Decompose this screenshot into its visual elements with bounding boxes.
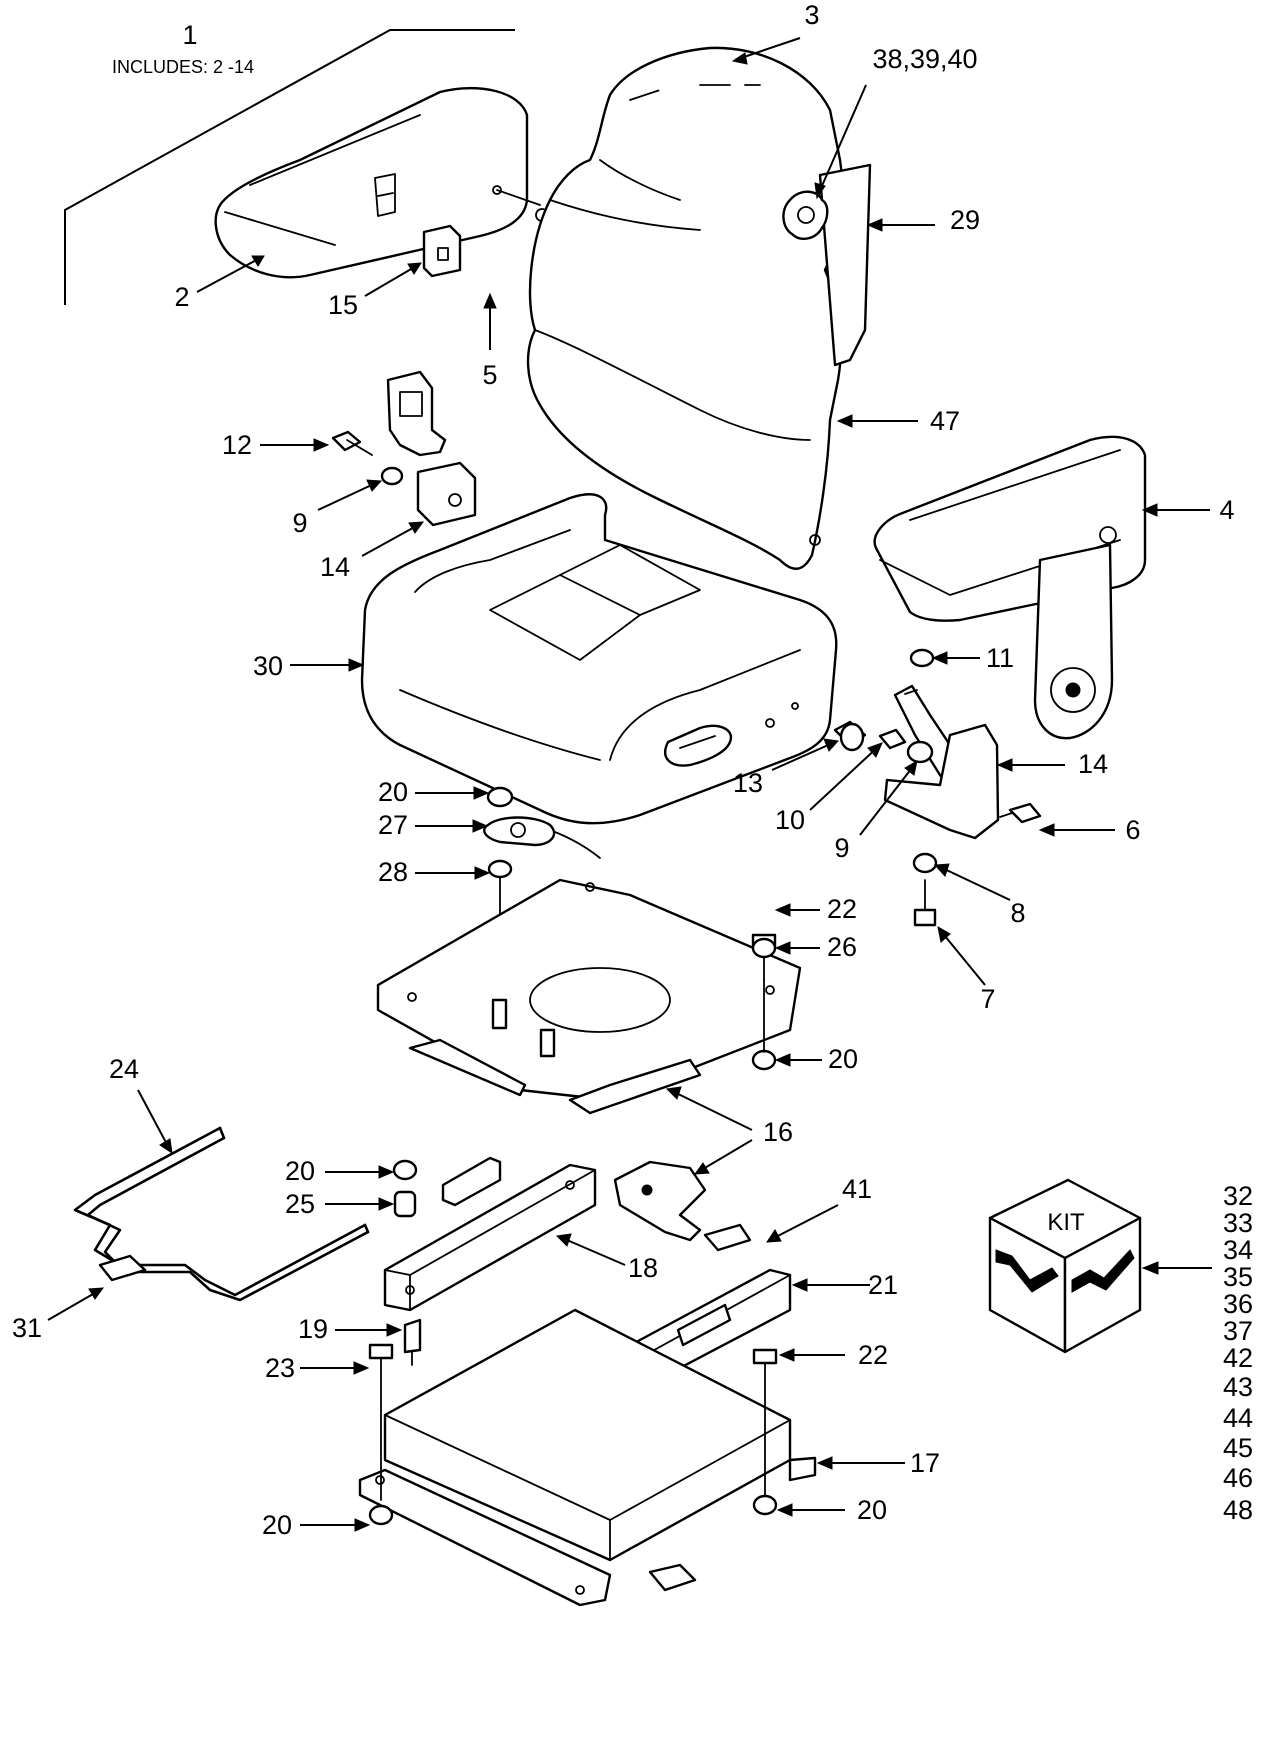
callout-26: 26: [827, 932, 857, 962]
kit-item: 45: [1223, 1433, 1253, 1463]
callout-10: 10: [775, 805, 805, 835]
kit-leader: [1141, 1261, 1212, 1275]
callout-38-39-40: 38,39,40: [872, 44, 977, 74]
kit-item: 35: [1223, 1262, 1253, 1292]
kit-item: 43: [1223, 1372, 1253, 1402]
callout-31: 31: [12, 1313, 42, 1343]
part-swivel-lock-bracket: [613, 1160, 752, 1252]
kit-item: 48: [1223, 1495, 1253, 1525]
callout-23: 23: [265, 1353, 295, 1383]
callout-22-b: 22: [858, 1340, 888, 1370]
callout-21: 21: [868, 1270, 898, 1300]
callout-29: 29: [950, 205, 980, 235]
callout-20-b: 20: [828, 1044, 858, 1074]
part-left-hinge-bracket: [331, 370, 477, 527]
part-right-armrest: [873, 435, 1147, 740]
callout-41: 41: [842, 1174, 872, 1204]
part-latch-rod: [73, 1126, 370, 1302]
callout-20-c: 20: [285, 1156, 315, 1186]
callout-leaders: [47, 37, 1210, 1532]
callout-30: 30: [253, 651, 283, 681]
part-base-plate: [358, 1308, 817, 1607]
callout-1: 1: [182, 20, 197, 50]
callout-12: 12: [222, 430, 252, 460]
part-seat-swivel-plate: [376, 786, 802, 1115]
assembly-includes-note: INCLUDES: 2 -14: [112, 57, 254, 77]
part-right-hinge-bracket: [833, 648, 1042, 927]
callout-9-left: 9: [292, 508, 307, 538]
kit-item: 34: [1223, 1235, 1253, 1265]
part-seat-cushion: [360, 493, 838, 825]
callout-18: 18: [628, 1253, 658, 1283]
kit-item: 42: [1223, 1343, 1253, 1373]
callout-4: 4: [1219, 495, 1234, 525]
callout-5: 5: [482, 360, 497, 390]
callout-20-d: 20: [262, 1510, 292, 1540]
kit-item: 37: [1223, 1316, 1253, 1346]
part-left-armrest: [214, 86, 549, 279]
callout-20-e: 20: [857, 1495, 887, 1525]
callout-47: 47: [930, 406, 960, 436]
callout-16: 16: [763, 1117, 793, 1147]
callout-14-left: 14: [320, 552, 350, 582]
callout-24: 24: [109, 1054, 139, 1084]
callout-17: 17: [910, 1448, 940, 1478]
part-left-slide-rail: [383, 1156, 597, 1366]
kit-label: KIT: [1047, 1209, 1085, 1236]
kit-cube-icon: [988, 1178, 1142, 1354]
callout-25: 25: [285, 1189, 315, 1219]
kit-item-list: 32 33 34 35 36 37 42 43 44 45 46 48: [1223, 1181, 1253, 1525]
kit-item: 44: [1223, 1403, 1253, 1433]
part-seat-back: [526, 46, 872, 570]
callout-28: 28: [378, 857, 408, 887]
callout-20-a: 20: [378, 777, 408, 807]
callout-8: 8: [1010, 898, 1025, 928]
callout-11: 11: [986, 643, 1014, 673]
callout-9-right: 9: [834, 833, 849, 863]
kit-item: 46: [1223, 1463, 1253, 1493]
callout-27: 27: [378, 810, 408, 840]
callout-2: 2: [174, 282, 189, 312]
callout-19: 19: [298, 1314, 328, 1344]
callout-13: 13: [733, 768, 763, 798]
kit-item: 33: [1223, 1208, 1253, 1238]
assembly-bracket: [64, 29, 515, 305]
kit-item: 36: [1223, 1289, 1253, 1319]
callout-22-a: 22: [827, 894, 857, 924]
callout-6: 6: [1125, 815, 1140, 845]
kit-item: 32: [1223, 1181, 1253, 1211]
callout-7: 7: [980, 984, 995, 1014]
callout-15: 15: [328, 290, 358, 320]
callout-3: 3: [804, 0, 819, 30]
callout-14-right: 14: [1078, 749, 1108, 779]
